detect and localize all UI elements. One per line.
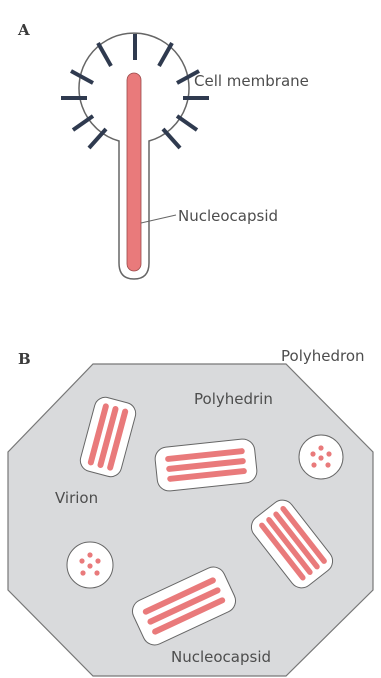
label-virion: Virion — [55, 489, 98, 507]
virion-cross-section — [299, 435, 343, 479]
nucleocapsid-dot — [94, 570, 99, 575]
label-nucleocapsid-a: Nucleocapsid — [178, 207, 278, 225]
nucleocapsid-dot — [95, 558, 100, 563]
nucleocapsid-dot — [87, 552, 92, 557]
virion-cross-section — [67, 542, 113, 588]
panel-b: B Polyhedron Polyhedrin — [8, 347, 373, 676]
spike — [163, 129, 180, 148]
nucleocapsid-dot — [87, 563, 92, 568]
label-nucleocapsid-b: Nucleocapsid — [171, 648, 271, 666]
label-cell-membrane: Cell membrane — [194, 72, 309, 90]
spike — [177, 116, 197, 130]
nucleocapsid-dot — [326, 451, 331, 456]
nucleocapsid-dot — [80, 570, 85, 575]
nucleocapsid-dot — [318, 445, 323, 450]
spike — [73, 116, 93, 130]
panel-a-letter: A — [17, 21, 30, 39]
nucleocapsid-dot — [79, 558, 84, 563]
nucleocapsid-dot — [318, 455, 323, 460]
spike — [89, 129, 106, 148]
panel-a: A Cell membrane Nucleocapsid — [17, 21, 309, 279]
nucleocapsid-rod — [127, 73, 141, 271]
label-polyhedrin: Polyhedrin — [194, 390, 273, 408]
nucleocapsid-dot — [311, 462, 316, 467]
nucleocapsid-dot — [325, 462, 330, 467]
label-polyhedron: Polyhedron — [281, 347, 365, 365]
panel-b-letter: B — [18, 350, 31, 368]
nucleocapsid-dot — [310, 451, 315, 456]
